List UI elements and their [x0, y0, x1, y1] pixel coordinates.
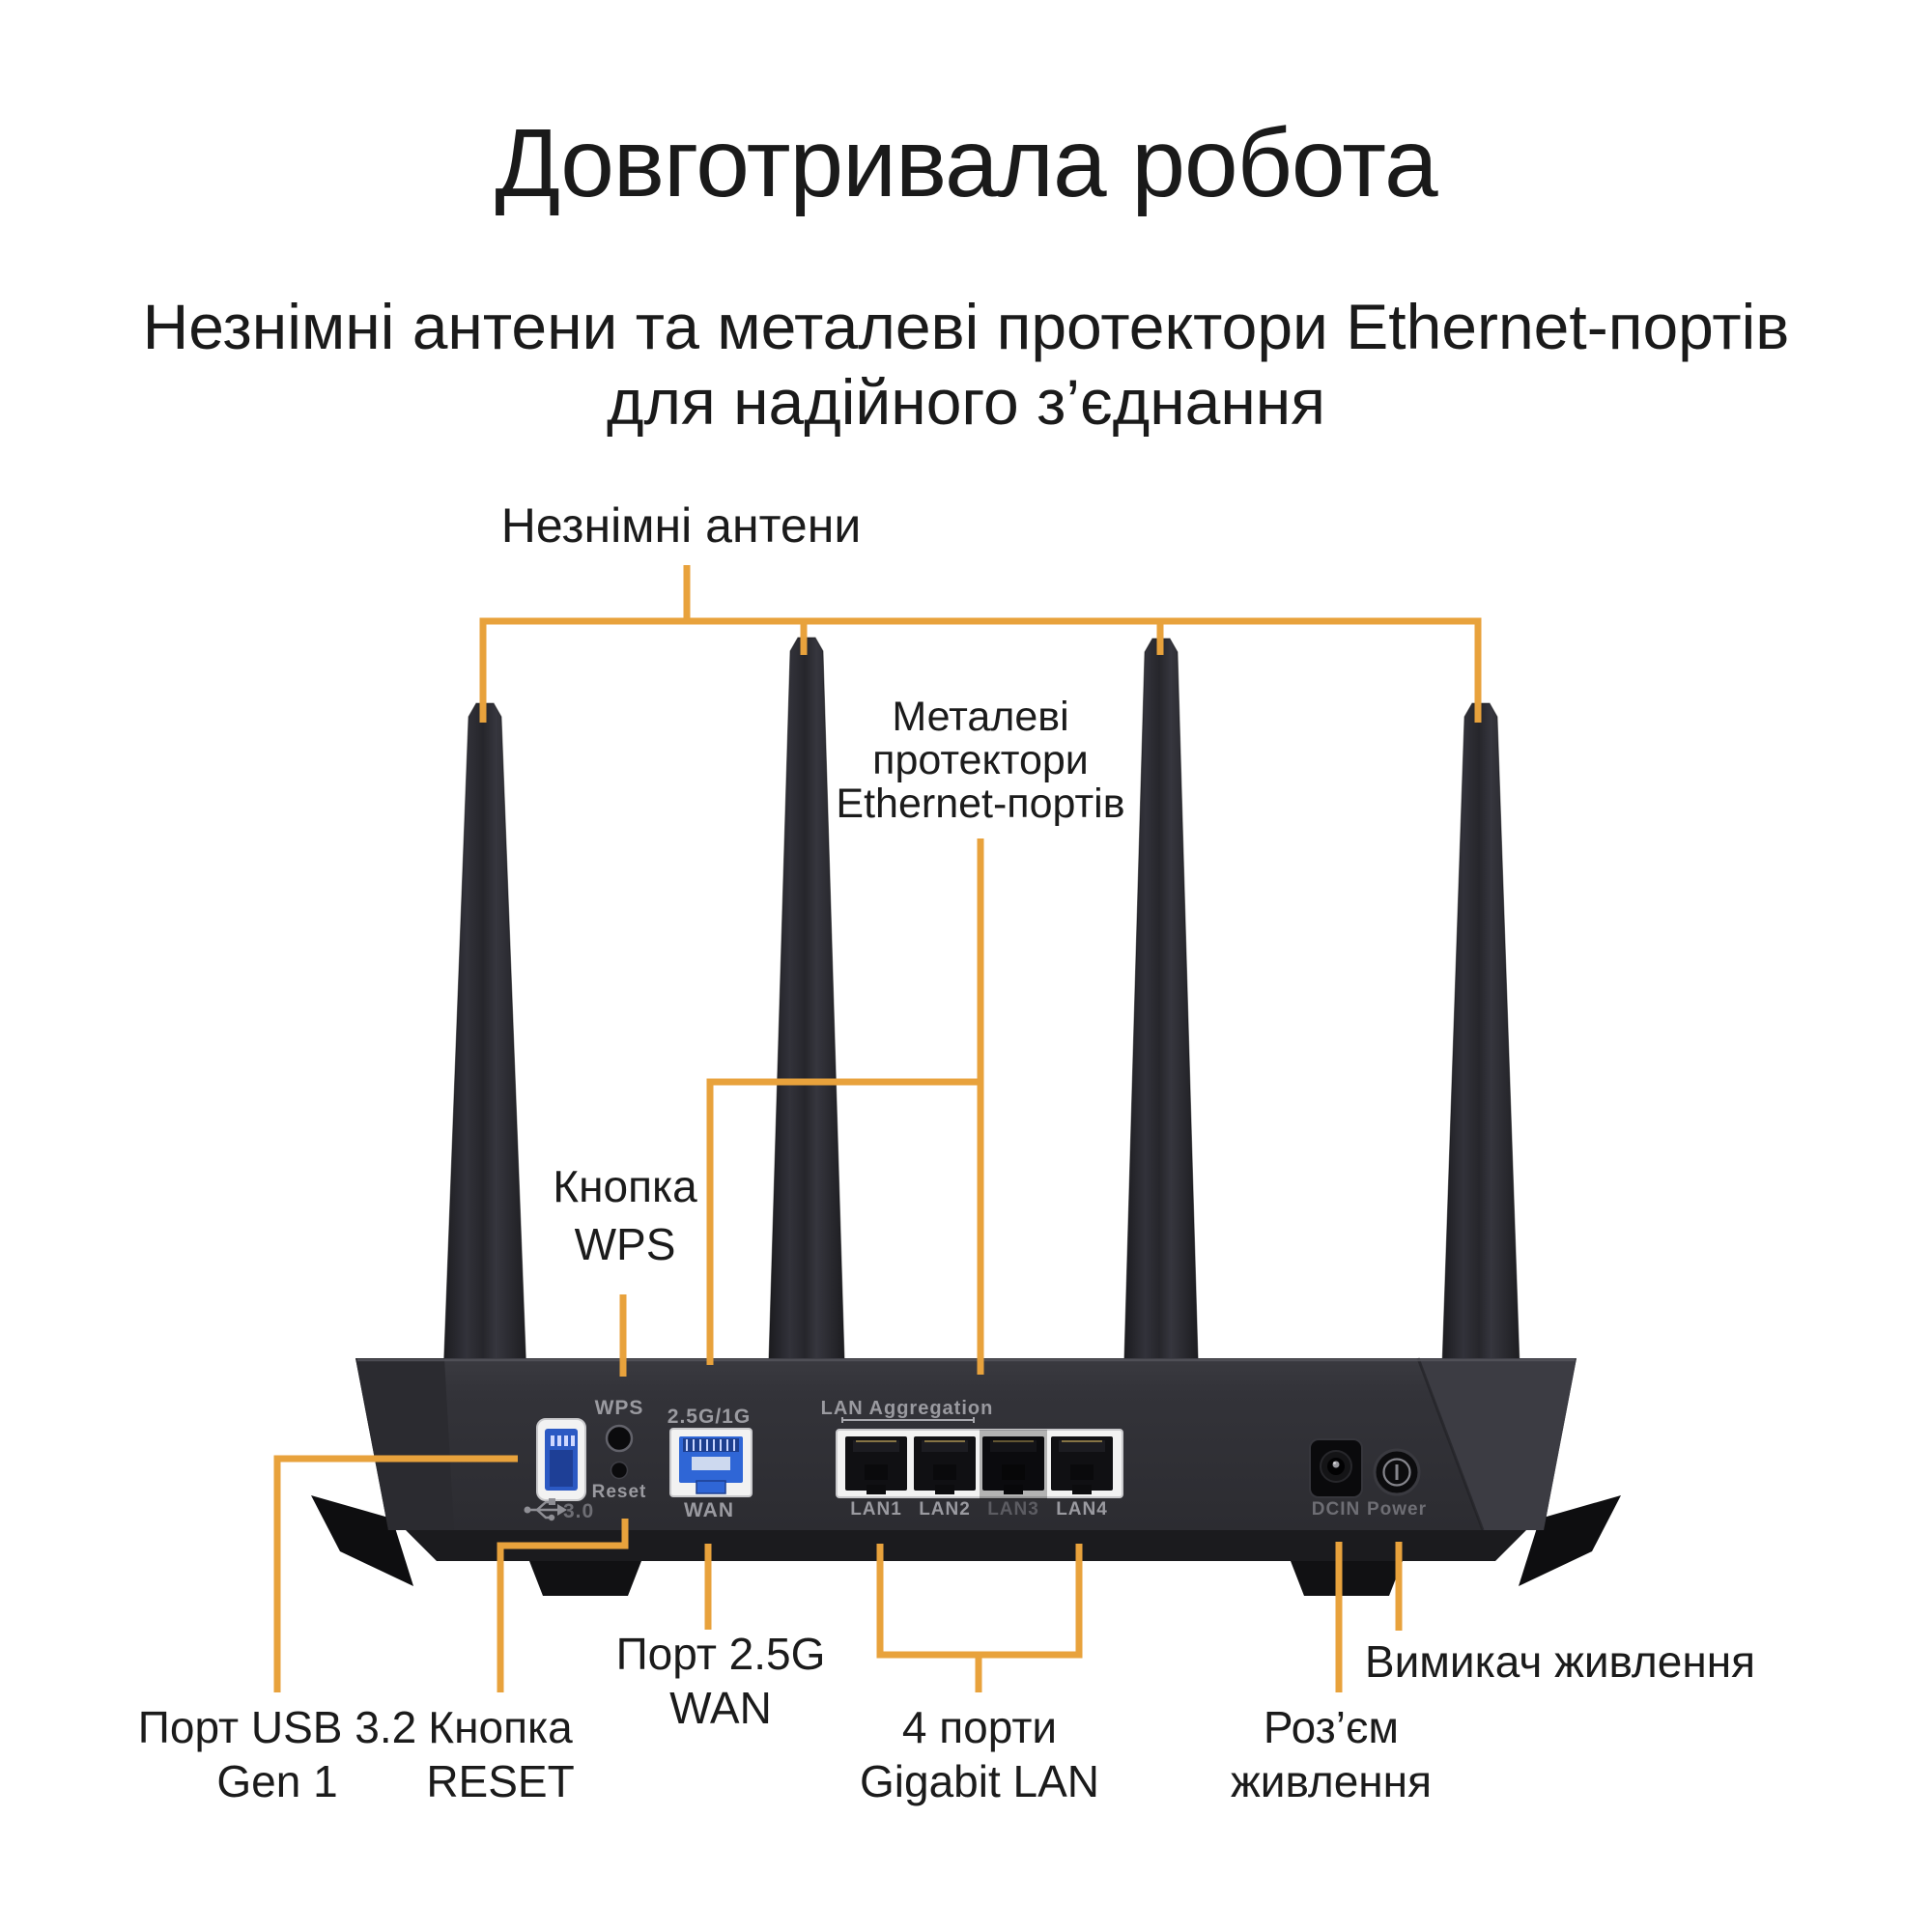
- power-icon: [1382, 1458, 1411, 1487]
- callout-power-jack: Роз’єм живлення: [1231, 1700, 1432, 1808]
- dc-in-jack: [1309, 1438, 1363, 1498]
- lan-aggregation-bracket: [841, 1417, 975, 1423]
- chassis-foot-left: [529, 1561, 641, 1596]
- lan-ports: [836, 1429, 1123, 1499]
- callout-wps: Кнопка WPS: [553, 1157, 696, 1273]
- lan-port-1: [845, 1436, 907, 1494]
- reset-button: [610, 1461, 629, 1480]
- callout-usb-line2: Gen 1: [216, 1756, 338, 1806]
- callout-reset-line2: RESET: [426, 1756, 575, 1806]
- chassis-foot-right: [1291, 1561, 1403, 1596]
- subtitle-line-2: для надійного з’єднання: [606, 366, 1325, 438]
- callout-usb-line1: Порт USB 3.2: [137, 1702, 417, 1752]
- lan-port-3: [982, 1436, 1044, 1494]
- lan3-label: LAN3: [987, 1499, 1039, 1520]
- callout-lan: 4 порти Gigabit LAN: [860, 1700, 1099, 1808]
- callout-reset-line1: Кнопка: [428, 1702, 573, 1752]
- lan-aggregation-label: LAN Aggregation: [821, 1398, 994, 1419]
- callout-ethernet-protectors-line3: Ethernet-портів: [836, 781, 1125, 827]
- power-button: [1373, 1448, 1421, 1496]
- callout-ethernet-protectors: Металеві протектори Ethernet-портів: [836, 696, 1124, 826]
- callout-antennas: Незнімні антени: [500, 498, 862, 553]
- callout-power-jack-line1: Роз’єм: [1263, 1702, 1400, 1752]
- lan-port-4: [1051, 1436, 1113, 1494]
- callout-usb: Порт USB 3.2 Gen 1: [138, 1700, 416, 1808]
- callout-ethernet-protectors-line1: Металеві: [892, 694, 1069, 740]
- router-chassis: [311, 1357, 1621, 1596]
- usb-version-label: 3.0: [563, 1500, 594, 1522]
- lan1-label: LAN1: [850, 1499, 902, 1520]
- wps-label: WPS: [595, 1397, 644, 1419]
- reset-callout-line: [497, 1519, 629, 1692]
- wan-port: [669, 1428, 753, 1497]
- callout-wps-line1: Кнопка: [553, 1161, 697, 1211]
- wan-label: WAN: [684, 1499, 734, 1521]
- lan-port-2: [914, 1436, 976, 1494]
- lan2-label: LAN2: [919, 1499, 971, 1520]
- callout-ethernet-protectors-line2: протектори: [872, 737, 1089, 783]
- callout-wan-line1: Порт 2.5G: [615, 1629, 826, 1679]
- page-title: Довготривала робота: [495, 109, 1437, 217]
- subtitle-line-1: Незнімні антени та металеві протектори E…: [142, 291, 1790, 362]
- callout-wan-line2: WAN: [669, 1683, 772, 1733]
- wan-speed-label: 2.5G/1G: [668, 1406, 751, 1428]
- chassis-left-bevel: [355, 1358, 454, 1530]
- callout-wan: Порт 2.5G WAN: [616, 1627, 826, 1735]
- antennas-callout-line: [479, 565, 1482, 723]
- reset-label: Reset: [592, 1482, 647, 1502]
- wps-button: [605, 1424, 634, 1453]
- usb-port: [536, 1418, 586, 1501]
- dcin-label: DCIN: [1312, 1499, 1360, 1520]
- callout-lan-line2: Gigabit LAN: [859, 1756, 1100, 1806]
- antenna-shadow: [980, 1430, 1047, 1499]
- usb-trident-icon: [524, 1498, 567, 1521]
- lan-callout-line: [876, 1544, 1083, 1692]
- callout-lan-line1: 4 порти: [901, 1702, 1058, 1752]
- callout-power-switch: Вимикач живлення: [1364, 1636, 1756, 1687]
- callout-power-jack-line2: живлення: [1231, 1756, 1432, 1806]
- usb-callout-line: [273, 1455, 518, 1692]
- chassis-skid: [406, 1530, 1526, 1561]
- callout-wps-line2: WPS: [574, 1219, 676, 1269]
- lan4-label: LAN4: [1056, 1499, 1108, 1520]
- callout-reset: Кнопка RESET: [426, 1700, 574, 1808]
- callout-lines: [273, 565, 1482, 1692]
- chassis-right-bevel: [1418, 1358, 1577, 1530]
- protectors-callout-line: [706, 838, 984, 1375]
- power-label: Power: [1367, 1499, 1427, 1520]
